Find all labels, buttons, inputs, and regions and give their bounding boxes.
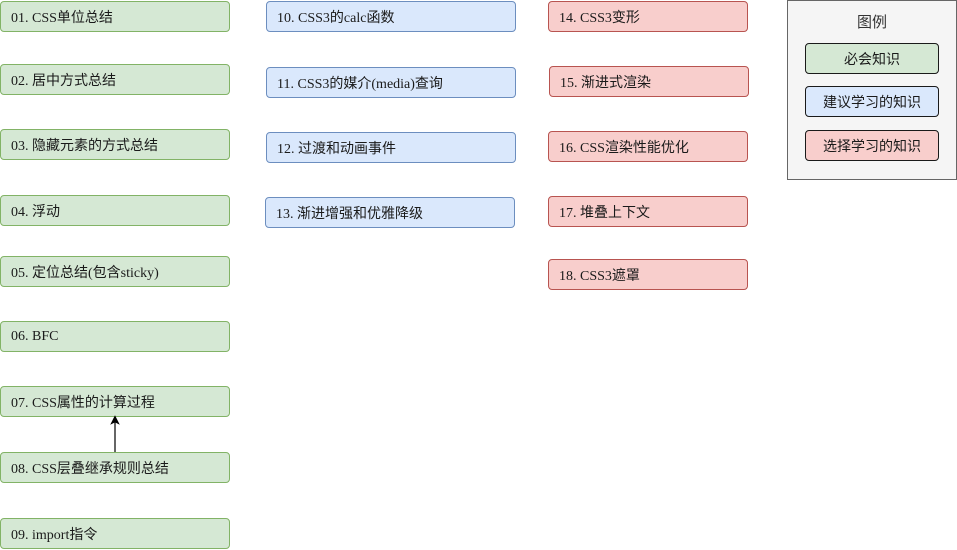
node-14[interactable]: 14. CSS3变形 <box>548 1 748 32</box>
node-18[interactable]: 18. CSS3遮罩 <box>548 259 748 290</box>
node-03[interactable]: 03. 隐藏元素的方式总结 <box>0 129 230 160</box>
node-16[interactable]: 16. CSS渲染性能优化 <box>548 131 748 162</box>
node-10[interactable]: 10. CSS3的calc函数 <box>266 1 516 32</box>
legend-panel: 图例 必会知识 建议学习的知识 选择学习的知识 <box>787 0 957 180</box>
node-17[interactable]: 17. 堆叠上下文 <box>548 196 748 227</box>
legend-item-recommended: 建议学习的知识 <box>805 86 939 117</box>
node-12[interactable]: 12. 过渡和动画事件 <box>266 132 516 163</box>
node-09[interactable]: 09. import指令 <box>0 518 230 549</box>
legend-item-required: 必会知识 <box>805 43 939 74</box>
node-15[interactable]: 15. 渐进式渲染 <box>549 66 749 97</box>
node-04[interactable]: 04. 浮动 <box>0 195 230 226</box>
node-02[interactable]: 02. 居中方式总结 <box>0 64 230 95</box>
node-08[interactable]: 08. CSS层叠继承规则总结 <box>0 452 230 483</box>
node-11[interactable]: 11. CSS3的媒介(media)查询 <box>266 67 516 98</box>
node-06[interactable]: 06. BFC <box>0 321 230 352</box>
node-01[interactable]: 01. CSS单位总结 <box>0 1 230 32</box>
node-07[interactable]: 07. CSS属性的计算过程 <box>0 386 230 417</box>
node-13[interactable]: 13. 渐进增强和优雅降级 <box>265 197 515 228</box>
node-05[interactable]: 05. 定位总结(包含sticky) <box>0 256 230 287</box>
legend-title: 图例 <box>856 15 887 31</box>
legend-item-optional: 选择学习的知识 <box>805 130 939 161</box>
